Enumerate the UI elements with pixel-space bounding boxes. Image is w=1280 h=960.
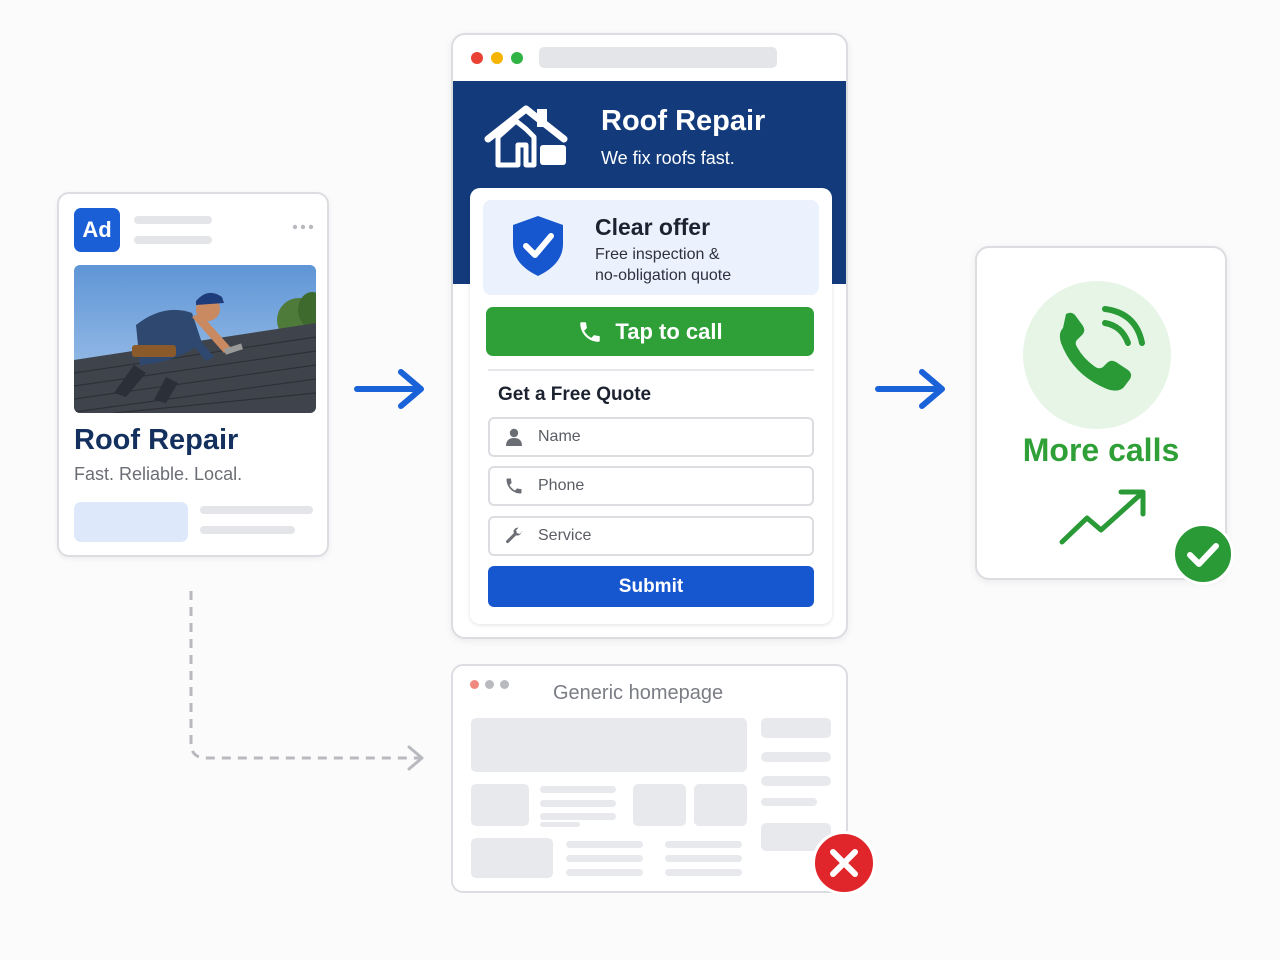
ad-header-skeleton-line [134, 236, 212, 244]
generic-homepage-title: Generic homepage [553, 682, 724, 704]
offer-title: Clear offer [595, 214, 711, 240]
content-skeleton [540, 813, 616, 820]
content-skeleton [540, 800, 616, 807]
ad-text-skeleton-line [200, 506, 313, 514]
phone-placeholder: Phone [538, 477, 585, 494]
service-placeholder: Service [538, 527, 592, 544]
divider [488, 369, 814, 371]
more-options-icon[interactable] [291, 218, 315, 230]
content-skeleton [540, 822, 580, 827]
ad-card[interactable]: Ad [57, 192, 329, 557]
hero-title: Roof Repair [601, 105, 766, 137]
offer-box: Clear offer Free inspection & no-obligat… [483, 200, 819, 295]
submit-button[interactable]: Submit [488, 566, 814, 607]
arrow-right-icon [874, 366, 950, 412]
window-maximize-dot[interactable] [511, 52, 523, 64]
roofer-photo [74, 265, 316, 413]
content-skeleton [665, 869, 742, 876]
ad-text-skeleton-line [200, 526, 295, 534]
tap-to-call-label: Tap to call [615, 318, 723, 344]
window-close-dot [470, 680, 479, 689]
content-skeleton [665, 841, 742, 848]
content-skeleton [566, 869, 643, 876]
sidebar-skeleton [761, 718, 831, 738]
arrow-right-icon [353, 366, 429, 412]
phone-ringing-icon [1059, 306, 1145, 391]
phone-icon [577, 319, 603, 345]
user-icon [504, 427, 524, 447]
offer-line-2: no-obligation quote [595, 267, 732, 284]
landing-page-window: Roof Repair We fix roofs fast. Clear off… [451, 33, 848, 639]
sidebar-skeleton [761, 798, 817, 806]
generic-homepage-window: Generic homepage [451, 664, 848, 893]
phone-icon-circle [1023, 281, 1171, 429]
content-skeleton [471, 838, 553, 878]
hero-skeleton [471, 718, 747, 772]
quote-form-title: Get a Free Quote [498, 384, 652, 405]
service-field[interactable]: Service [488, 516, 814, 556]
wrench-icon [504, 526, 524, 546]
content-skeleton [540, 786, 616, 793]
window-maximize-dot [500, 680, 509, 689]
trend-up-icon [1057, 486, 1149, 548]
phone-field[interactable]: Phone [488, 466, 814, 506]
house-icon [484, 105, 570, 169]
content-skeleton [566, 841, 643, 848]
sidebar-skeleton [761, 776, 831, 786]
name-placeholder: Name [538, 428, 581, 445]
offer-line-1: Free inspection & [595, 246, 720, 263]
ad-header-skeleton-line [134, 216, 212, 224]
shield-check-icon [511, 214, 565, 278]
hero-subtitle: We fix roofs fast. [601, 148, 735, 168]
name-field[interactable]: Name [488, 417, 814, 457]
check-icon [1172, 523, 1234, 585]
result-card: More calls [975, 246, 1227, 580]
offer-form-card: Clear offer Free inspection & no-obligat… [470, 188, 832, 624]
ad-badge: Ad [74, 208, 120, 252]
content-skeleton [471, 784, 529, 826]
sidebar-skeleton [761, 752, 831, 762]
content-skeleton [633, 784, 686, 826]
window-minimize-dot [485, 680, 494, 689]
content-skeleton [694, 784, 747, 826]
x-icon [812, 831, 876, 895]
ad-subtitle: Fast. Reliable. Local. [74, 464, 243, 484]
ad-cta-skeleton[interactable] [74, 502, 188, 542]
dashed-arrow-icon [180, 585, 435, 780]
window-minimize-dot[interactable] [491, 52, 503, 64]
tap-to-call-button[interactable]: Tap to call [486, 307, 814, 356]
window-close-dot[interactable] [471, 52, 483, 64]
content-skeleton [566, 855, 643, 862]
more-calls-label: More calls [1022, 432, 1180, 468]
content-skeleton [665, 855, 742, 862]
ad-title: Roof Repair [74, 424, 239, 456]
phone-icon [504, 476, 524, 496]
address-bar[interactable] [539, 47, 777, 68]
